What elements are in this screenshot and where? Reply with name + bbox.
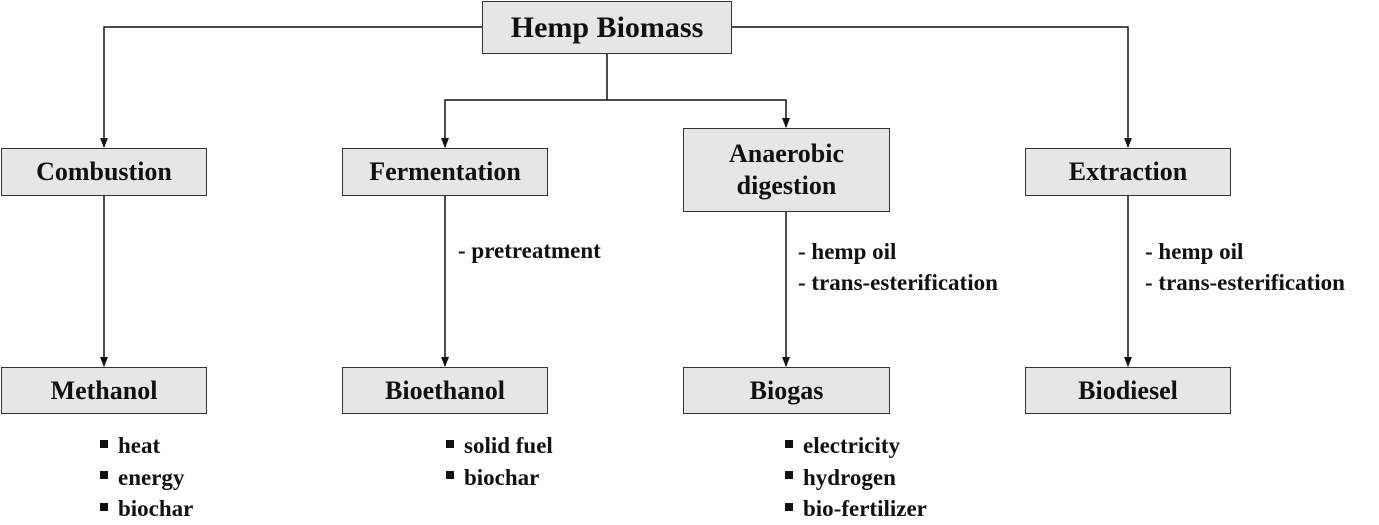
product-label-bioethanol: Bioethanol (385, 375, 505, 405)
uses-list-methanol: heat energy biochar (100, 430, 193, 525)
square-bullet-icon (446, 471, 454, 480)
process-box-fermentation: Fermentation (342, 148, 548, 196)
connector-root-combustion (100, 26, 482, 148)
square-bullet-icon (785, 502, 793, 511)
product-box-biogas: Biogas (683, 367, 890, 414)
use-label: solid fuel (464, 433, 553, 458)
list-item: electricity (785, 430, 927, 462)
process-label-extraction: Extraction (1068, 157, 1188, 186)
connector-root-fermentation (441, 99, 607, 148)
uses-list-biogas: electricity hydrogen bio-fertilizer (785, 430, 927, 525)
use-label: hydrogen (803, 464, 896, 490)
note-anaerobic-digestion: - hemp oil - trans-esterification (798, 236, 998, 298)
product-label-biogas: Biogas (749, 375, 824, 405)
process-label-combustion: Combustion (36, 157, 172, 186)
process-box-combustion: Combustion (1, 148, 207, 196)
product-box-methanol: Methanol (1, 367, 207, 414)
process-label-anaerobic-digestion: Anaerobic digestion (728, 139, 845, 200)
use-label: biochar (118, 496, 194, 521)
use-label: electricity (803, 433, 901, 458)
note-line: - pretreatment (458, 238, 601, 263)
list-item: bio-fertilizer (785, 493, 927, 525)
square-bullet-icon (100, 502, 108, 511)
list-item: energy (100, 462, 193, 494)
note-line: - trans-esterification (798, 270, 998, 295)
product-label-biodiesel: Biodiesel (1078, 375, 1178, 405)
process-box-anaerobic-digestion: Anaerobic digestion (683, 128, 890, 212)
process-box-extraction: Extraction (1025, 148, 1231, 196)
connector-root-anaerobic (607, 99, 790, 128)
use-label: bio-fertilizer (803, 496, 927, 521)
use-label: energy (118, 464, 185, 490)
root-box-hemp-biomass: Hemp Biomass (482, 1, 732, 54)
process-label-fermentation: Fermentation (369, 157, 521, 186)
product-box-bioethanol: Bioethanol (342, 367, 548, 414)
connector-root-extraction (731, 26, 1132, 148)
use-label: biochar (464, 464, 540, 490)
square-bullet-icon (785, 471, 793, 480)
square-bullet-icon (446, 439, 454, 448)
use-label: heat (118, 433, 161, 458)
list-item: biochar (446, 462, 553, 494)
note-line: - hemp oil (798, 239, 897, 264)
root-label: Hemp Biomass (510, 10, 704, 44)
product-box-biodiesel: Biodiesel (1025, 367, 1231, 414)
note-fermentation: - pretreatment (458, 235, 601, 266)
product-label-methanol: Methanol (50, 375, 158, 405)
list-item: heat (100, 430, 193, 462)
list-item: hydrogen (785, 462, 927, 494)
square-bullet-icon (100, 439, 108, 448)
square-bullet-icon (100, 471, 108, 480)
note-line: - trans-esterification (1145, 270, 1345, 295)
note-line: - hemp oil (1145, 239, 1244, 264)
note-extraction: - hemp oil - trans-esterification (1145, 236, 1345, 298)
uses-list-bioethanol: solid fuel biochar (446, 430, 553, 493)
square-bullet-icon (785, 439, 793, 448)
list-item: biochar (100, 493, 193, 525)
list-item: solid fuel (446, 430, 553, 462)
